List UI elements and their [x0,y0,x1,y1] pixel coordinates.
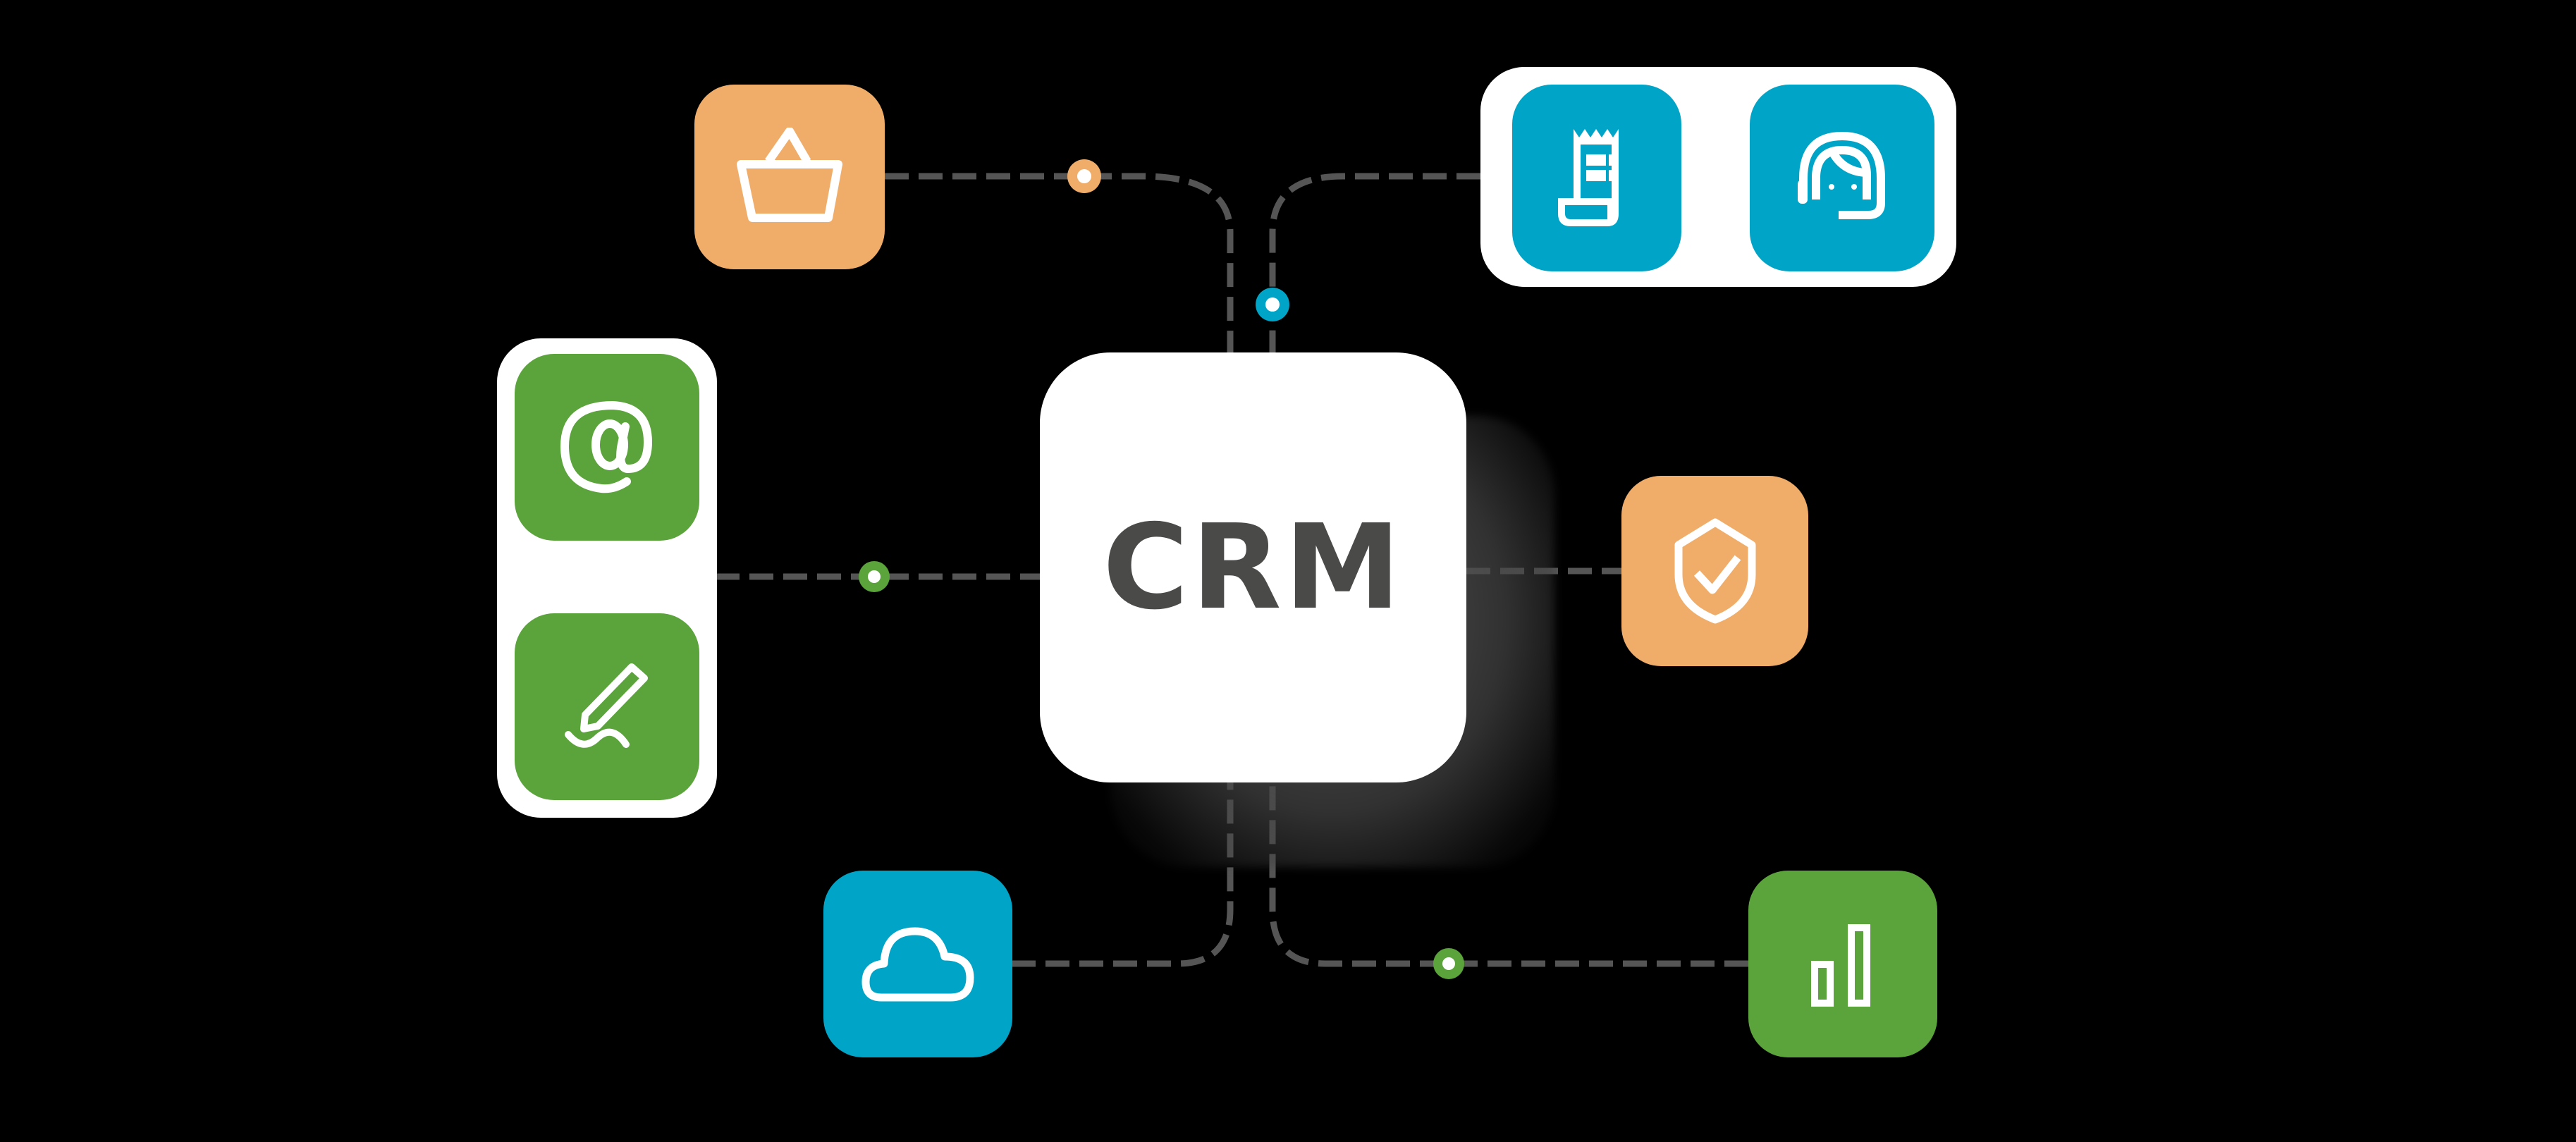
connector-invoice-support [1269,173,1480,352]
pen-signature-icon [561,661,653,753]
node-invoice[interactable] [1512,85,1681,271]
at-sign-email-icon [558,398,656,497]
connector-cloud [1012,782,1234,967]
bar-chart-icon [1808,922,1878,1007]
shield-check-icon [1673,518,1758,624]
node-support[interactable] [1750,85,1934,271]
connector-dot-blue [1256,288,1289,321]
connector-dot-green-left [859,561,890,592]
connector-analytics [1269,782,1748,967]
node-analytics[interactable] [1748,871,1937,1057]
node-shopping[interactable] [694,85,885,269]
cloud-icon [861,926,974,1003]
headset-support-agent-icon [1789,129,1895,228]
connector-shopping [885,173,1234,352]
shopping-basket-icon [737,128,842,226]
crm-label: CRM [1103,499,1404,636]
node-cloud[interactable] [823,871,1012,1057]
connector-dot-green-bottom [1433,948,1464,979]
receipt-icon [1558,128,1636,228]
node-email[interactable] [515,354,699,541]
node-signature[interactable] [515,613,699,800]
crm-center-node[interactable]: CRM [1040,352,1466,782]
node-security[interactable] [1621,476,1808,666]
connector-dot-orange [1067,159,1101,193]
